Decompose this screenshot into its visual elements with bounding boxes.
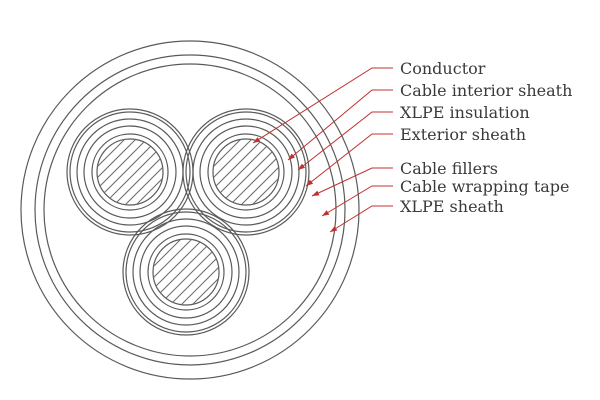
callout-xlpe-insulation: XLPE insulation (297, 103, 530, 171)
hatch-line (97, 139, 122, 205)
hatch-line (153, 239, 219, 305)
hatch-line (244, 139, 279, 205)
label-cable-fillers: Cable fillers (400, 159, 498, 178)
hatch-line (184, 239, 219, 305)
arrowhead-conductor (253, 137, 261, 143)
arrowhead-cable-fillers (312, 190, 320, 196)
arrowhead-cable-wrapping-tape (322, 210, 330, 216)
hatch-line (153, 239, 178, 305)
callout-cable-fillers: Cable fillers (311, 159, 498, 197)
label-conductor: Conductor (400, 59, 486, 78)
callout-cable-interior-sheath: Cable interior sheath (287, 81, 572, 161)
leader-line-cable-wrapping-tape (321, 185, 393, 217)
hatch-line (153, 239, 200, 305)
label-cable-wrapping-tape: Cable wrapping tape (400, 177, 570, 196)
callout-xlpe-sheath: XLPE sheath (329, 197, 504, 233)
hatch-line (97, 139, 144, 205)
label-exterior-sheath: Exterior sheath (400, 125, 526, 144)
hatch-line (97, 139, 155, 205)
hatch-line (173, 239, 219, 305)
hatch-line (153, 239, 189, 305)
leader-line-cable-fillers (311, 167, 393, 197)
leader-line-xlpe-insulation (297, 111, 393, 171)
label-xlpe-insulation: XLPE insulation (400, 103, 530, 122)
leader-line-xlpe-sheath (329, 205, 393, 233)
hatch-line (97, 139, 163, 205)
label-xlpe-sheath: XLPE sheath (400, 197, 504, 216)
callout-cable-wrapping-tape: Cable wrapping tape (321, 177, 570, 217)
hatch-line (153, 239, 211, 305)
label-cable-interior-sheath: Cable interior sheath (400, 81, 572, 100)
conductor-hatch-left (97, 139, 163, 205)
callout-exterior-sheath: Exterior sheath (305, 125, 526, 187)
callout-conductor: Conductor (252, 59, 486, 144)
leader-line-cable-interior-sheath (287, 89, 393, 161)
hatch-line (222, 139, 279, 205)
hatch-line (128, 139, 163, 205)
conductor-hatch-bottom (153, 239, 219, 305)
hatch-line (97, 139, 133, 205)
hatch-line (213, 139, 260, 205)
outer-sheath (20, 40, 360, 380)
leader-line-conductor (252, 67, 393, 144)
arrowhead-cable-interior-sheath (288, 153, 296, 160)
hatch-line (106, 139, 163, 205)
arrowhead-exterior-sheath (306, 179, 314, 186)
hatch-line (162, 239, 219, 305)
cable-core-bottom (122, 208, 250, 336)
leader-line-exterior-sheath (305, 133, 393, 187)
arrowhead-xlpe-sheath (330, 226, 338, 232)
hatch-line (195, 239, 219, 305)
hatch-line (117, 139, 163, 205)
hatch-line (213, 139, 271, 205)
hatch-line (233, 139, 279, 205)
arrowhead-xlpe-insulation (298, 163, 306, 170)
hatch-line (213, 139, 249, 205)
hatch-line (213, 139, 238, 205)
hatch-line (213, 139, 279, 205)
